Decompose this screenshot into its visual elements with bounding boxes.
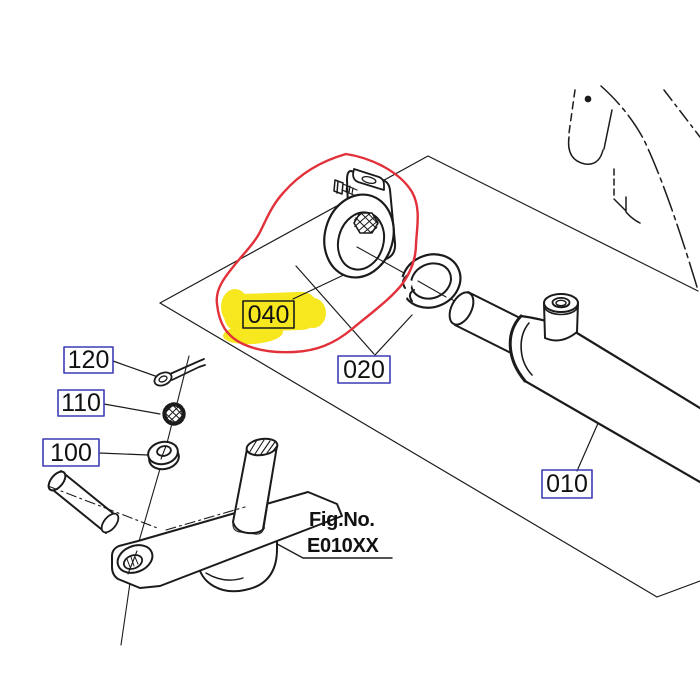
leader-020 — [374, 314, 413, 356]
pivot-pin-top — [245, 437, 279, 457]
part-020-snap-ring — [392, 253, 462, 309]
fig-no-label: Fig.No. — [309, 509, 375, 531]
label-text-020[interactable]: 020 — [343, 356, 385, 384]
cotter-pin-eye-hole — [158, 375, 168, 383]
label-box-120[interactable] — [63, 346, 114, 374]
leader-040 — [292, 271, 351, 300]
part-label-040-highlighted[interactable]: 040 — [242, 300, 295, 329]
part-label-100[interactable]: 100 — [42, 438, 100, 467]
pivot-pin-hatching — [246, 439, 278, 455]
label-text-120[interactable]: 120 — [68, 346, 110, 374]
tab-slot — [361, 175, 377, 185]
label-box-100[interactable] — [42, 438, 100, 467]
part-110-castle-nut — [162, 402, 186, 426]
phantom-line — [568, 89, 576, 134]
part-label-020[interactable]: 020 — [337, 355, 391, 384]
part-120-cotter-pin — [153, 358, 206, 387]
part-label-010[interactable]: 010 — [541, 469, 593, 499]
port-hole-shadow — [552, 303, 570, 309]
label-text-040[interactable]: 040 — [248, 301, 290, 329]
leader-lines — [98, 265, 600, 559]
plane-upper-edge — [159, 155, 699, 304]
bracket-lug-inner-arc — [205, 572, 244, 581]
clevis-pin-centerline — [47, 485, 161, 530]
fender-curve — [567, 136, 604, 165]
leader-100 — [98, 452, 149, 456]
cotter-pin-prongs — [169, 358, 206, 381]
cotter-pin-eye — [153, 371, 173, 387]
label-box-040[interactable] — [242, 300, 295, 329]
axis-through-snap-ring — [417, 280, 447, 298]
rod-end-cap — [448, 291, 475, 326]
bolt-head — [333, 179, 344, 195]
bracket-plate — [111, 491, 343, 589]
fig-no-value: E010XX — [307, 535, 380, 557]
label-box-020[interactable] — [337, 355, 391, 384]
pivot-pin-edges — [232, 445, 278, 535]
cylinder-end-inner-arc — [520, 322, 533, 376]
bracket-assembly — [47, 437, 343, 593]
port-hole-thread — [555, 299, 567, 307]
snap-ring-gap — [392, 276, 414, 301]
fig-no-leader-underline — [267, 538, 393, 559]
part-040-joint-bracket — [323, 168, 397, 279]
stud-nut-hatching — [353, 212, 379, 234]
machine-outline — [567, 85, 700, 288]
label-text-010[interactable]: 010 — [546, 470, 588, 498]
part-labels: 120 110 100 040 020 010 — [42, 300, 593, 499]
bracket-detail — [613, 196, 641, 224]
clevis-pin-end — [100, 512, 120, 534]
cylinder-end-collar — [508, 314, 527, 383]
leader-120 — [112, 360, 159, 378]
red-annotation-circle — [215, 152, 419, 354]
highlight-stroke — [300, 298, 326, 328]
reference-dot — [584, 95, 592, 103]
leader-010 — [576, 420, 600, 472]
castle-nut-hatching — [164, 404, 184, 424]
clevis-pin-head — [47, 470, 67, 492]
part-label-120[interactable]: 120 — [63, 346, 114, 374]
washer-hole-depth — [157, 452, 171, 457]
port-boss-chamfer — [543, 304, 579, 316]
highlight-stroke — [223, 323, 283, 345]
leader-020-upper — [295, 265, 375, 355]
mount-tab — [352, 168, 385, 191]
label-text-100[interactable]: 100 — [50, 439, 92, 467]
hardware-axis-line — [120, 355, 190, 646]
phantom-centerline — [663, 89, 700, 138]
plane-lower-edge — [159, 302, 700, 598]
part-100-washer — [147, 440, 180, 471]
plate-centerline — [165, 506, 246, 531]
label-box-010[interactable] — [541, 469, 593, 499]
part-010-cylinder — [448, 291, 700, 484]
cylinder-body-fill — [511, 316, 700, 483]
snap-ring-inner — [410, 262, 452, 300]
phantom-line — [603, 109, 613, 150]
figure-number-note: Fig.No. E010XX — [307, 509, 380, 557]
leader-110 — [103, 403, 161, 415]
axis-through-boss — [127, 550, 138, 575]
axis-through-washer — [160, 445, 167, 460]
highlight-stroke — [221, 289, 249, 325]
bolt-threads — [341, 183, 358, 197]
body-curve — [600, 85, 698, 288]
label-box-110[interactable] — [57, 389, 105, 417]
part-label-110[interactable]: 110 — [57, 389, 105, 417]
assembly-plane-lines — [159, 155, 700, 598]
cylinder-bottom-edge — [523, 379, 700, 484]
label-text-110[interactable]: 110 — [61, 389, 101, 417]
